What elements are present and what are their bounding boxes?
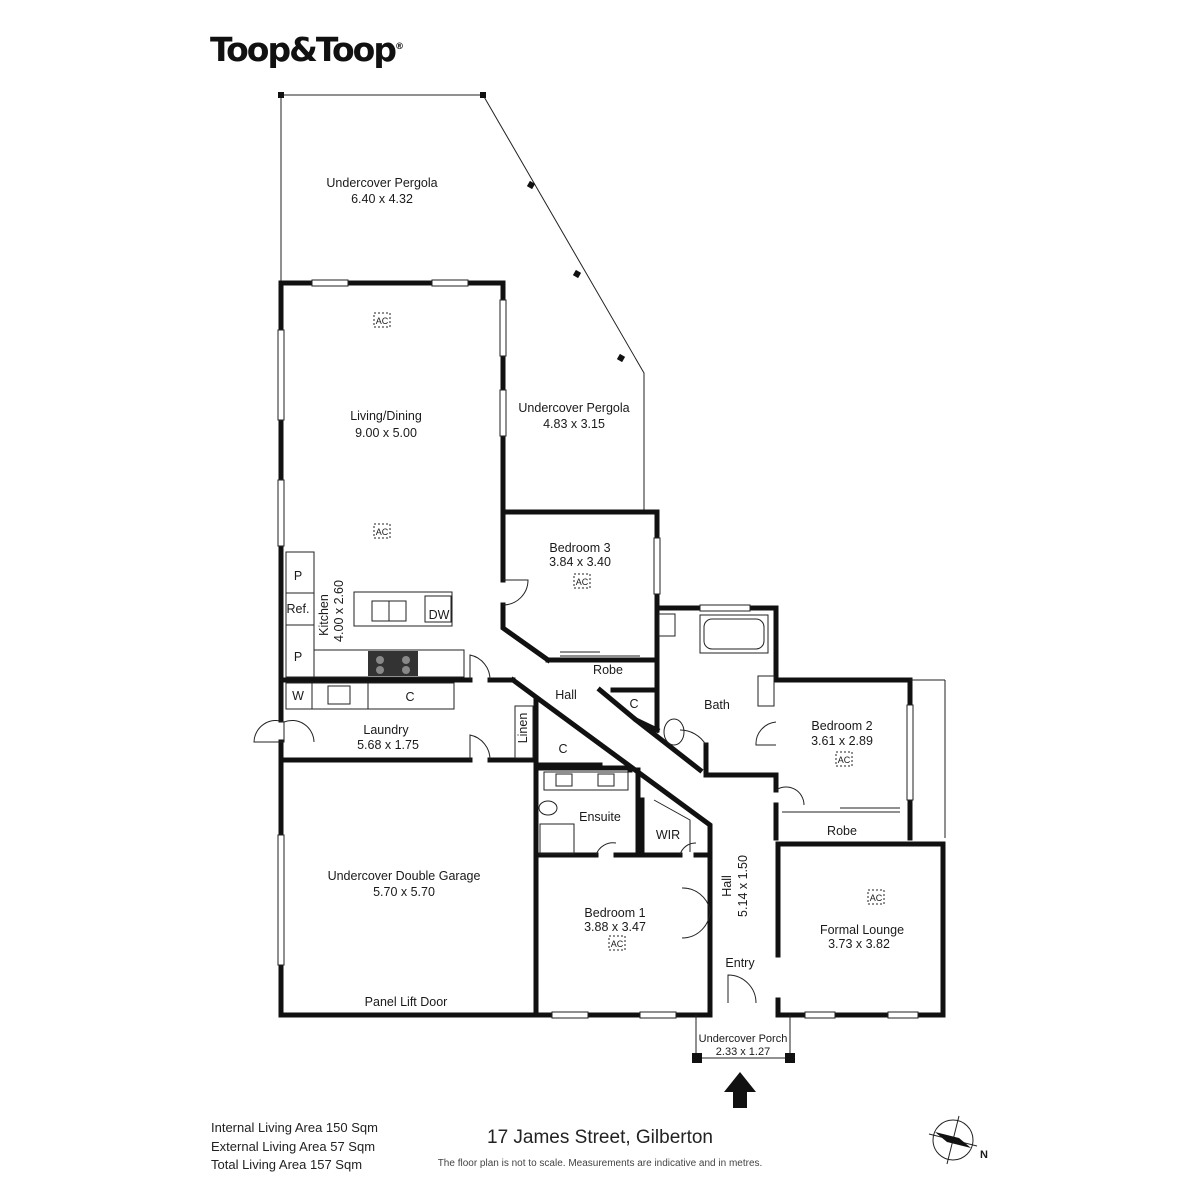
bedroom1-size: 3.88 x 3.47	[584, 920, 646, 934]
ac-unit-icon: AC	[376, 316, 389, 326]
wir-name: WIR	[656, 828, 680, 842]
garage-size: 5.70 x 5.70	[373, 885, 435, 899]
doors	[253, 579, 805, 1004]
ac-unit-icon: AC	[376, 527, 389, 537]
porch-structure	[692, 1015, 795, 1108]
disclaimer: The floor plan is not to scale. Measurem…	[437, 1158, 763, 1169]
bath-name: Bath	[704, 698, 730, 712]
ac-unit-icon: AC	[870, 893, 883, 903]
pantry-label: P	[294, 569, 302, 583]
bedroom2-size: 3.61 x 2.89	[811, 734, 873, 748]
linen-name: Linen	[516, 713, 530, 744]
cupboard-label: C	[405, 690, 414, 704]
entry-name: Entry	[725, 956, 755, 970]
laundry-name: Laundry	[363, 723, 409, 737]
ac-markers: AC AC AC AC AC AC	[373, 312, 885, 951]
bedroom2-name: Bedroom 2	[811, 719, 872, 733]
garage-door-label: Panel Lift Door	[365, 995, 448, 1009]
cooktop-icon	[368, 651, 418, 676]
entry-arrow-icon	[724, 1072, 756, 1108]
kitchen-fixtures	[285, 551, 465, 678]
bath-icon	[699, 614, 769, 654]
internal-area: Internal Living Area 150 Sqm	[211, 1120, 378, 1135]
bedroom3-robe: Robe	[593, 663, 623, 677]
property-address: 17 James Street, Gilberton	[487, 1127, 713, 1148]
laundry-size: 5.68 x 1.75	[357, 738, 419, 752]
kitchen-name: Kitchen	[317, 594, 331, 636]
garage-name: Undercover Double Garage	[328, 869, 481, 883]
total-area: Total Living Area 157 Sqm	[211, 1157, 363, 1172]
living-size: 9.00 x 5.00	[355, 426, 417, 440]
pergola-top-name: Undercover Pergola	[326, 176, 437, 190]
ensuite-name: Ensuite	[579, 810, 621, 824]
hall-small-name: Hall	[555, 688, 577, 702]
cupboard-label: C	[558, 742, 567, 756]
hall-main-name: Hall	[720, 875, 734, 897]
laundry-fixtures	[285, 682, 534, 759]
living-name: Living/Dining	[350, 409, 422, 423]
bedroom1-name: Bedroom 1	[584, 906, 645, 920]
pergola-top-size: 6.40 x 4.32	[351, 192, 413, 206]
washer-label: W	[292, 689, 304, 703]
porch-name: Undercover Porch	[699, 1033, 788, 1045]
room-labels: Undercover Pergola 6.40 x 4.32 Undercove…	[317, 176, 904, 1058]
windows	[277, 279, 919, 1019]
toilet-icon	[663, 718, 685, 746]
hall-main-size: 5.14 x 1.50	[736, 855, 750, 917]
porch-size: 2.33 x 1.27	[716, 1046, 770, 1058]
cupboard-label: C	[629, 697, 638, 711]
ac-unit-icon: AC	[611, 939, 624, 949]
brand-logo: Toop&Toop®	[210, 30, 404, 69]
formal-lounge-size: 3.73 x 3.82	[828, 937, 890, 951]
bedroom3-name: Bedroom 3	[549, 541, 610, 555]
pantry-label: P	[294, 650, 302, 664]
ac-unit-icon: AC	[838, 755, 851, 765]
compass-icon	[928, 1115, 978, 1165]
fridge-label: Ref.	[287, 602, 310, 616]
pergola-side-name: Undercover Pergola	[518, 401, 629, 415]
fixture-labels: P Ref. P DW W C C C	[287, 569, 639, 756]
kitchen-size: 4.00 x 2.60	[332, 580, 346, 642]
bath-fixtures	[538, 613, 775, 855]
pergola-side-size: 4.83 x 3.15	[543, 417, 605, 431]
dishwasher-label: DW	[429, 608, 450, 622]
pergola-outline	[278, 92, 645, 513]
bedroom3-size: 3.84 x 3.40	[549, 555, 611, 569]
external-area: External Living Area 57 Sqm	[211, 1139, 376, 1154]
robes	[560, 651, 900, 813]
formal-lounge-name: Formal Lounge	[820, 923, 904, 937]
bedroom2-robe: Robe	[827, 824, 857, 838]
ac-unit-icon: AC	[576, 577, 589, 587]
compass-north-label: N	[980, 1149, 988, 1161]
